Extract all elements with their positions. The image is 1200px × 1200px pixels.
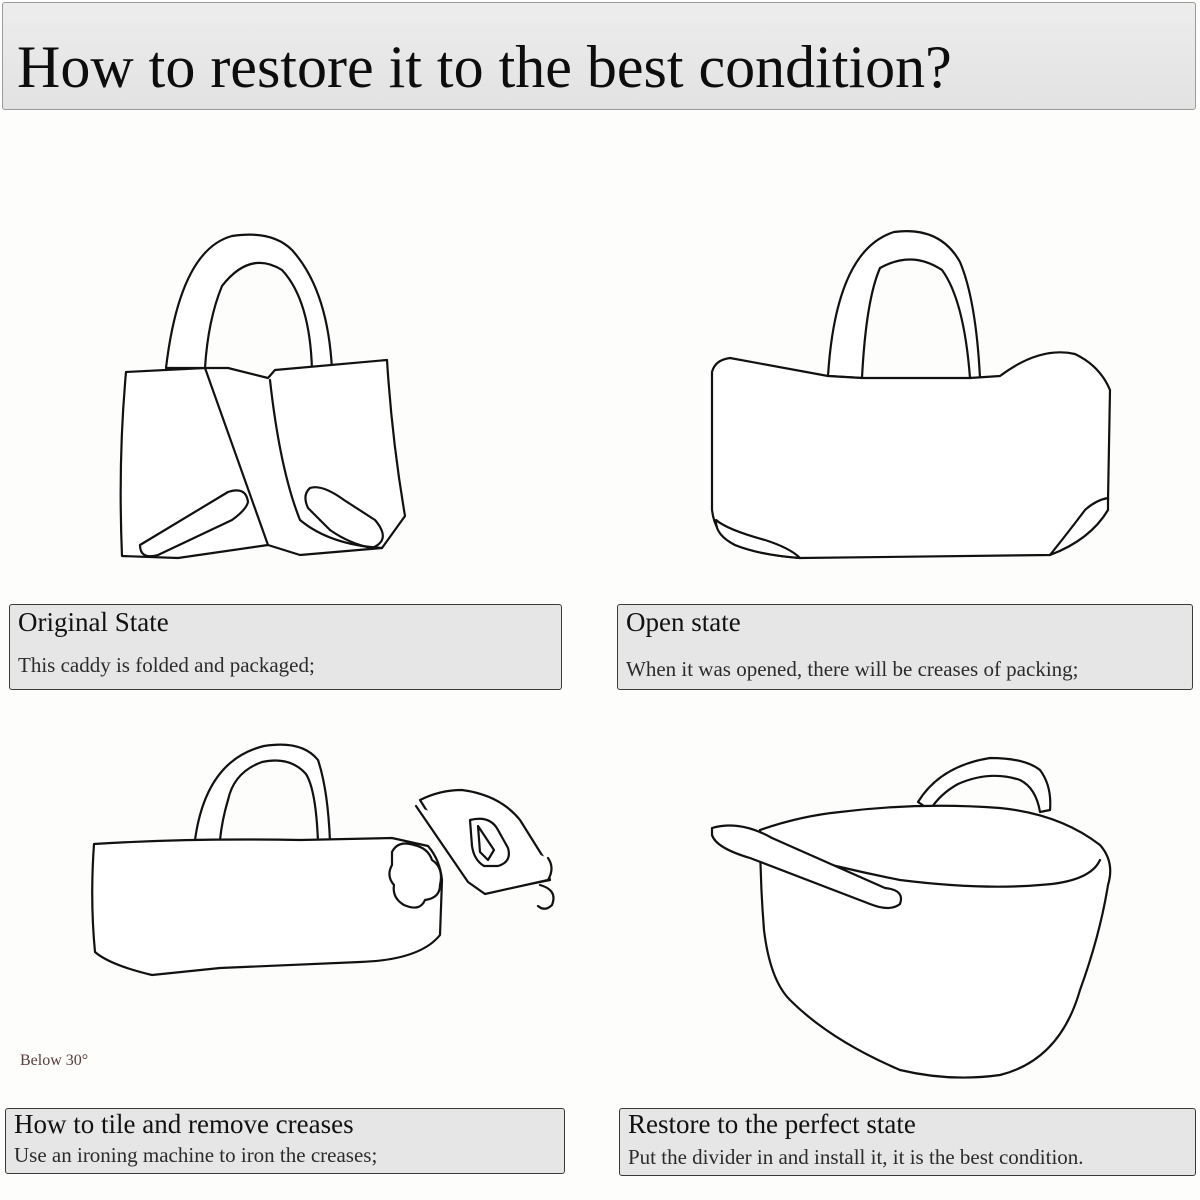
step-description: This caddy is folded and packaged; [18,653,315,677]
step-heading: How to tile and remove creases [14,1109,354,1139]
step-heading: Open state [626,607,741,637]
step-description: When it was opened, there will be crease… [626,657,1079,681]
step-description: Use an ironing machine to iron the creas… [14,1143,378,1167]
ironing-bag-illustration [91,743,555,977]
page-title: How to restore it to the best condition? [17,34,952,100]
step-remove-creases-caption: How to tile and remove creases Use an ir… [5,1108,565,1174]
title-banner: How to restore it to the best condition? [2,2,1196,110]
open-bag-illustration [710,230,1112,560]
step-perfect-state-caption: Restore to the perfect state Put the div… [619,1108,1196,1176]
step-description: Put the divider in and install it, it is… [628,1145,1084,1169]
step-heading: Original State [18,607,169,637]
step-heading: Restore to the perfect state [628,1109,916,1139]
step-original-state-caption: Original State This caddy is folded and … [9,604,562,690]
step-open-state-caption: Open state When it was opened, there wil… [617,604,1193,690]
finished-caddy-illustration [710,756,1112,1079]
folded-bag-illustration [119,233,407,560]
temperature-note: Below 30° [20,1052,89,1069]
